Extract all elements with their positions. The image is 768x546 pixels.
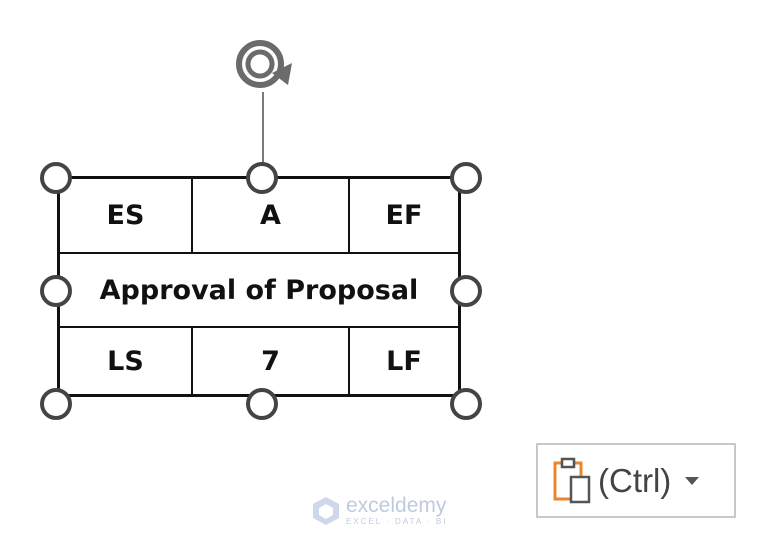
- rotate-handle-icon[interactable]: [228, 33, 298, 93]
- resize-handle-left[interactable]: [40, 275, 72, 307]
- rotate-handle-stem: [262, 92, 264, 166]
- paste-options-button[interactable]: (Ctrl): [536, 443, 736, 518]
- resize-handle-top[interactable]: [246, 162, 278, 194]
- cell-late-start[interactable]: LS: [60, 328, 193, 394]
- watermark-name: exceldemy: [346, 494, 447, 517]
- cell-early-finish[interactable]: EF: [385, 200, 423, 231]
- cell-activity[interactable]: A: [193, 179, 350, 252]
- resize-handle-bottom-left[interactable]: [40, 388, 72, 420]
- chevron-down-icon: [685, 476, 700, 485]
- resize-handle-bottom[interactable]: [246, 388, 278, 420]
- node-title-row: Approval of Proposal: [60, 254, 458, 328]
- node-bottom-row: LS 7 LF: [60, 328, 458, 394]
- node-top-row: ES A EF: [60, 179, 458, 254]
- resize-handle-top-left[interactable]: [40, 162, 72, 194]
- paste-options-label: (Ctrl): [598, 461, 672, 499]
- clipboard-icon: [553, 457, 591, 503]
- resize-handle-top-right[interactable]: [450, 162, 482, 194]
- exceldemy-logo-icon: [313, 496, 339, 525]
- cell-duration[interactable]: 7: [193, 328, 350, 394]
- cell-early-start[interactable]: ES: [60, 179, 193, 252]
- watermark-tagline: EXCEL · DATA · BI: [346, 517, 448, 526]
- activity-node-table[interactable]: ES A EF Approval of Proposal LS 7 LF: [57, 176, 461, 397]
- cell-activity-title[interactable]: Approval of Proposal: [99, 274, 419, 306]
- watermark: exceldemy EXCEL · DATA · BI: [312, 495, 447, 526]
- resize-handle-right[interactable]: [450, 275, 482, 307]
- resize-handle-bottom-right[interactable]: [450, 388, 482, 420]
- cell-late-finish[interactable]: LF: [386, 345, 422, 377]
